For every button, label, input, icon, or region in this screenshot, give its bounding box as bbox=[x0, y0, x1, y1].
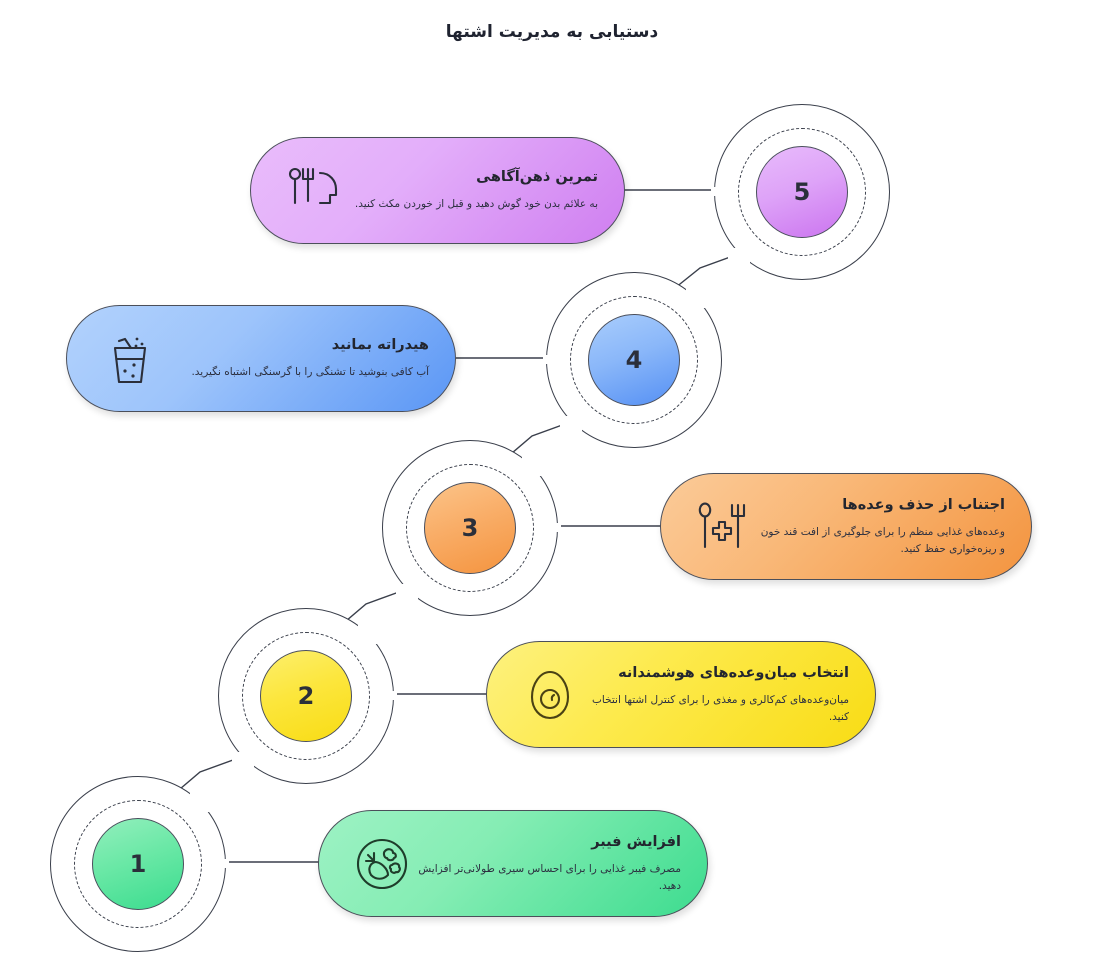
step-card-1-title: افزایش فیبر bbox=[591, 834, 681, 851]
step-node-1-wire-gap-top bbox=[190, 792, 210, 812]
step-card-2-text: انتخاب میان‌وعده‌های هوشمندانه میان‌وعده… bbox=[585, 664, 853, 725]
drinking-glass-icon bbox=[99, 328, 161, 390]
step-node-4-number-disc: 4 bbox=[588, 314, 680, 406]
step-node-2[interactable]: 2 bbox=[218, 608, 397, 784]
step-node-3[interactable]: 3 bbox=[382, 440, 561, 616]
step-node-4-wire-gap-bottom bbox=[560, 416, 582, 436]
step-node-2-wire-gap-right bbox=[381, 691, 397, 700]
step-card-1-text: افزایش فیبر مصرف فیبر غذایی را برای احسا… bbox=[417, 833, 685, 894]
step-node-2-number-disc: 2 bbox=[260, 650, 352, 742]
step-node-5-number: 5 bbox=[793, 178, 811, 206]
step-card-1-description: مصرف فیبر غذایی را برای احساس سیری طولان… bbox=[418, 863, 681, 892]
step-node-3-number-disc: 3 bbox=[424, 482, 516, 574]
step-node-4-wire-gap-top bbox=[686, 288, 706, 308]
step-node-4-wire-gap-left bbox=[543, 355, 559, 364]
vegetables-circle-icon bbox=[351, 833, 413, 895]
step-node-2-wire-gap-top bbox=[358, 624, 378, 644]
step-node-3-wire-gap-right bbox=[545, 523, 561, 532]
step-node-3-number: 3 bbox=[461, 514, 479, 542]
step-node-5[interactable]: 5 bbox=[711, 104, 890, 280]
step-card-2-title: انتخاب میان‌وعده‌های هوشمندانه bbox=[618, 665, 849, 682]
step-card-4-text: هیدراته بمانید آب کافی بنوشید تا تشنگی ر… bbox=[165, 336, 433, 380]
step-node-1-number: 1 bbox=[129, 850, 147, 878]
step-card-5-text: تمرین ذهن‌آگاهی به علائم بدن خود گوش دهی… bbox=[349, 168, 602, 212]
step-node-5-number-disc: 5 bbox=[756, 146, 848, 238]
step-node-1-wire-gap-right bbox=[213, 859, 229, 868]
step-node-2-wire-gap-bottom bbox=[232, 752, 254, 772]
step-card-3-text: اجتناب از حذف وعده‌ها وعده‌های غذایی منظ… bbox=[759, 496, 1009, 557]
step-node-5-wire-gap-bottom bbox=[728, 248, 750, 268]
head-with-fork-and-spoon-icon bbox=[283, 160, 345, 222]
step-card-2[interactable]: انتخاب میان‌وعده‌های هوشمندانه میان‌وعده… bbox=[486, 641, 876, 748]
page-title: دستیابی به مدیریت اشتها bbox=[445, 22, 659, 42]
step-node-1-number-disc: 1 bbox=[92, 818, 184, 910]
step-card-4-description: آب کافی بنوشید تا تشنگی را با گرسنگی اشت… bbox=[191, 366, 429, 379]
step-card-1[interactable]: افزایش فیبر مصرف فیبر غذایی را برای احسا… bbox=[318, 810, 708, 917]
step-card-3[interactable]: اجتناب از حذف وعده‌ها وعده‌های غذایی منظ… bbox=[660, 473, 1032, 580]
step-card-3-description: وعده‌های غذایی منظم را برای جلوگیری از ا… bbox=[760, 526, 1005, 555]
step-card-4-title: هیدراته بمانید bbox=[331, 337, 429, 354]
step-card-2-description: میان‌وعده‌های کم‌کالری و مغذی را برای کن… bbox=[592, 694, 849, 723]
step-card-5-title: تمرین ذهن‌آگاهی bbox=[476, 169, 598, 186]
step-card-5-description: به علائم بدن خود گوش دهید و قبل از خوردن… bbox=[354, 198, 598, 211]
step-node-2-number: 2 bbox=[297, 682, 315, 710]
spoon-fork-medical-cross-icon bbox=[693, 496, 755, 558]
step-card-5[interactable]: تمرین ذهن‌آگاهی به علائم بدن خود گوش دهی… bbox=[250, 137, 625, 244]
step-node-5-wire-gap-left bbox=[711, 187, 727, 196]
step-node-1[interactable]: 1 bbox=[50, 776, 229, 952]
step-node-3-wire-gap-top bbox=[522, 456, 542, 476]
step-card-3-title: اجتناب از حذف وعده‌ها bbox=[842, 497, 1005, 514]
step-node-3-wire-gap-bottom bbox=[396, 584, 418, 604]
step-node-4-number: 4 bbox=[625, 346, 643, 374]
avocado-icon bbox=[519, 664, 581, 726]
step-card-4[interactable]: هیدراته بمانید آب کافی بنوشید تا تشنگی ر… bbox=[66, 305, 456, 412]
step-node-4[interactable]: 4 bbox=[543, 272, 722, 448]
